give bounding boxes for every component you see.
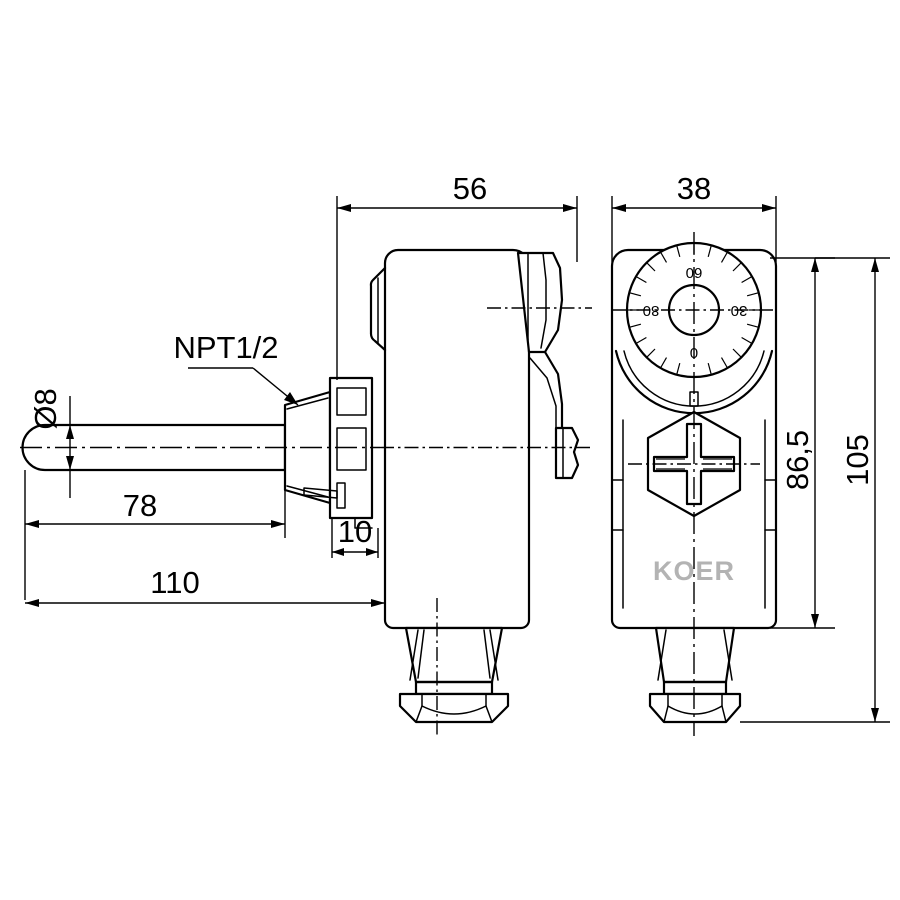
arrow-865-bottom <box>811 614 819 628</box>
arrow-dia-bottom <box>66 456 74 470</box>
arrow-105-bottom <box>871 708 879 722</box>
front-hex-chamfer-right <box>721 693 727 723</box>
dim-label-38: 38 <box>677 171 711 206</box>
front-gland-collar <box>662 680 728 696</box>
front-cable-gland-body <box>654 626 736 684</box>
arrow-110-left <box>25 599 39 607</box>
mount-clip-lower <box>554 426 580 480</box>
dim-label-10: 10 <box>338 514 372 549</box>
dim-label-npt: NPT1/2 <box>173 330 278 365</box>
dim-label-110: 110 <box>150 565 199 600</box>
cable-gland-inner-right <box>483 629 491 679</box>
arrow-10-left <box>332 548 344 556</box>
flange-notch <box>336 482 346 509</box>
side-view <box>20 248 592 736</box>
screw-slot-detail-right <box>703 458 732 470</box>
mount-clip-spine <box>543 350 564 440</box>
arrow-38-left <box>612 204 626 212</box>
front-rail-left-notch <box>611 479 624 531</box>
probe-stem <box>21 423 287 472</box>
npt-leader-arrow <box>284 392 298 405</box>
flange-slot-upper <box>336 387 367 416</box>
front-rail-right-notch <box>764 479 777 531</box>
front-gland-rib-left <box>657 629 667 681</box>
arrow-110-right <box>371 599 385 607</box>
dim-label-865: 86,5 <box>780 430 815 490</box>
npt-fitting-line-bottom <box>286 485 329 498</box>
front-gland-rib-right <box>723 629 733 681</box>
arrow-78-left <box>25 520 39 528</box>
flange-tab <box>303 487 338 499</box>
front-hex-nut-arc <box>667 705 723 715</box>
npt-fitting-line-top <box>286 397 329 410</box>
dim-label-56: 56 <box>453 171 487 206</box>
front-hex-chamfer-left <box>663 693 669 723</box>
hex-nut-arc <box>421 705 487 715</box>
arrow-56-right <box>563 204 577 212</box>
dimension-annotations: 56 38 NPT1/2 Ø8 78 10 <box>24 171 890 723</box>
screw-slot-detail-left <box>656 458 685 470</box>
front-hex-nut <box>648 692 742 724</box>
dim-label-78: 78 <box>123 488 157 523</box>
cable-gland-inner-left <box>417 629 425 679</box>
dim-label-105: 105 <box>840 434 875 486</box>
arrow-78-right <box>271 520 285 528</box>
mount-clip-upper <box>516 251 564 354</box>
mount-clip-spine-inner <box>529 357 557 439</box>
arrow-56-left <box>337 204 351 212</box>
screw-cross-slot <box>652 422 736 506</box>
hex-nut <box>398 692 510 724</box>
dial-edge-profile <box>369 266 387 352</box>
flange-bottom-step <box>354 517 373 529</box>
body-housing <box>383 248 531 630</box>
dim-label-diameter: Ø8 <box>28 388 63 429</box>
front-view: 60 80 30 0 KOER <box>610 232 778 736</box>
flange-slot-lower <box>336 427 367 471</box>
mount-clip-upper-edge <box>540 252 547 349</box>
cable-gland-collar <box>414 680 494 696</box>
arrow-dia-top <box>66 425 74 439</box>
cable-gland-rib-left <box>409 629 419 681</box>
dial-ticks <box>627 243 761 375</box>
arrow-105-top <box>871 258 879 272</box>
arrow-10-right <box>366 548 378 556</box>
dial-index-tab <box>689 391 699 407</box>
arrow-38-right <box>762 204 776 212</box>
dial-number-left: 80 <box>643 302 660 319</box>
arrow-865-top <box>811 258 819 272</box>
cable-gland-rib-right <box>489 629 499 681</box>
